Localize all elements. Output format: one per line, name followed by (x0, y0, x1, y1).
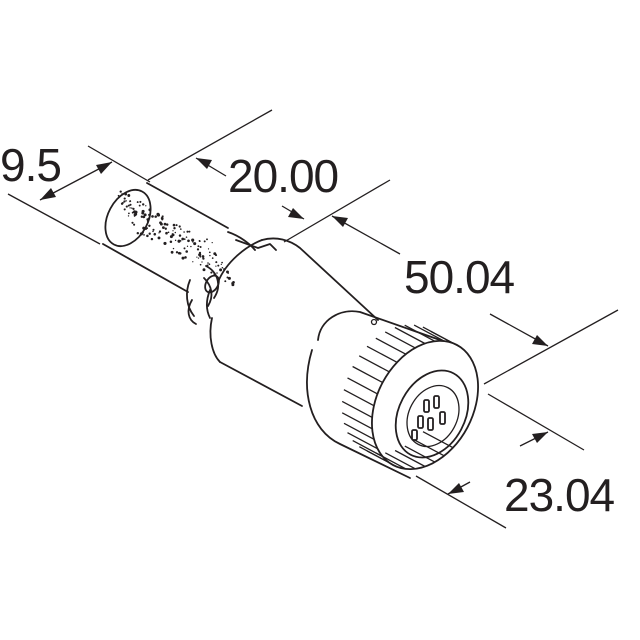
contact-pin (427, 417, 434, 431)
contact-pin (439, 411, 446, 425)
dimension-boot-length (147, 109, 391, 243)
dimension-nut-diameter (415, 393, 585, 529)
cable-texture (117, 190, 235, 287)
dimension-label-boot-length: 20.00 (228, 150, 339, 202)
dimension-label-nut-diameter: 23.04 (504, 469, 615, 521)
cable-clamp (186, 231, 277, 325)
contact-pin (423, 399, 430, 413)
alignment-mark (370, 318, 378, 326)
coupling-nut (306, 310, 479, 479)
contact-face (406, 384, 460, 448)
dimension-label-overall-length: 50.04 (404, 251, 515, 303)
connector-body (206, 237, 379, 407)
contact-pin (411, 429, 418, 441)
knurl-lines (341, 324, 462, 470)
dimension-label-cable-diameter: 9.5 (0, 139, 62, 191)
dimension-overall-length (331, 215, 619, 385)
contact-pin (433, 395, 440, 409)
contact-pin (417, 415, 424, 429)
cable (102, 182, 235, 293)
dimension-cable-diameter (7, 145, 151, 245)
